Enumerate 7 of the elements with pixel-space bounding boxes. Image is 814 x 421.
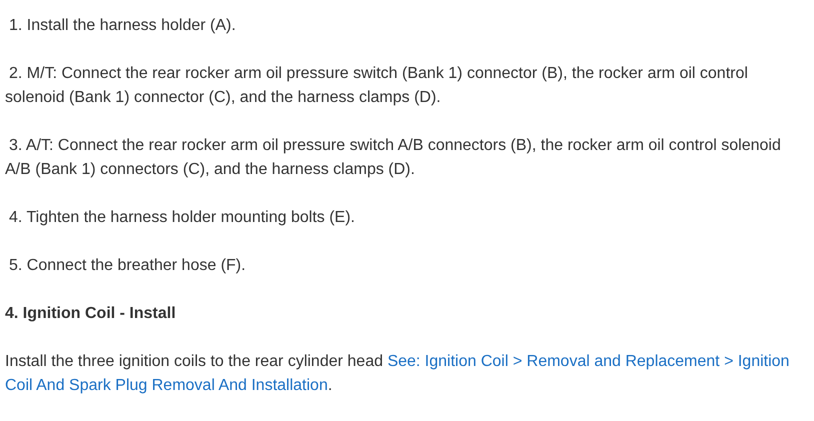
instruction-step: 2. M/T: Connect the rear rocker arm oil pressure switch (Bank 1) connector (B), the rocker arm oil control solenoid (Bank 1) connector (C), and the harness clamps (D). (5, 62, 805, 110)
section-heading: 4. Ignition Coil - Install (5, 304, 177, 324)
instruction-step: 4. Tighten the harness holder mounting bolts (E). (5, 206, 805, 230)
instruction-step: 3. A/T: Connect the rear rocker arm oil pressure switch A/B connectors (B), the rocker arm oil control solenoid A/B (Bank 1) connectors (C), and the harness clamps (D). (5, 134, 805, 182)
instruction-paragraph: Install the three ignition coils to the rear cylinder head See: Ignition Coil > Removal and Replacement > Ignition Coil And Spark Plug Removal And Installation. (5, 352, 790, 396)
instruction-step: 1. Install the harness holder (A). (5, 14, 805, 38)
instruction-step: 5. Connect the breather hose (F). (5, 254, 805, 278)
